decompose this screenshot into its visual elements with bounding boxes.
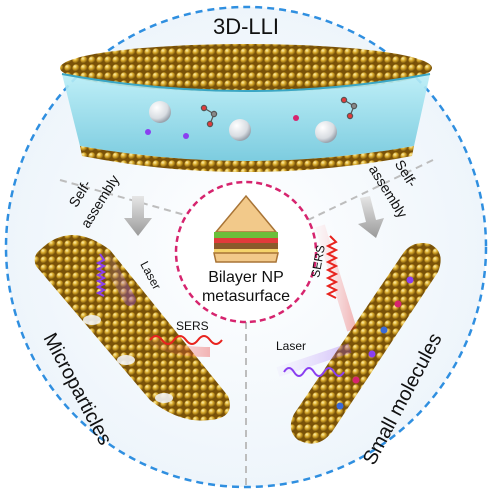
microparticle (155, 393, 173, 403)
right-sers-wave (325, 235, 339, 299)
right-laser-label: Laser (276, 339, 306, 353)
small-molecule (293, 115, 299, 121)
small-molecule (368, 350, 376, 358)
left-laser-beam (100, 252, 136, 306)
molecule-icon (200, 104, 218, 128)
left-substrate (34, 235, 230, 421)
arrow-down-icon (124, 196, 152, 236)
liquid-phase (62, 74, 430, 161)
left-laser-wave (95, 253, 107, 297)
bottom-gold-layer (80, 146, 414, 172)
right-substrate (290, 243, 441, 444)
microparticle (117, 355, 135, 365)
microparticle (229, 119, 251, 141)
molecule-icon (340, 96, 358, 120)
arrow-down-icon (358, 196, 384, 238)
right-sers-beam (315, 224, 357, 332)
small-molecule (352, 376, 360, 384)
center-label-line1: Bilayer NP (208, 269, 284, 286)
divider-left (59, 179, 186, 216)
center-label-line2: metasurface (202, 288, 290, 305)
left-sers-label: SERS (176, 319, 209, 333)
top-gold-layer (60, 44, 432, 92)
small-molecule (145, 129, 151, 135)
interface-line (61, 73, 431, 92)
small-molecule (336, 402, 344, 410)
right-laser-wave (283, 367, 345, 377)
outer-dashed-border (4, 5, 488, 489)
sandwich-icon (213, 194, 279, 263)
small-molecule (380, 326, 388, 334)
left-sers-wave (149, 335, 223, 345)
liquid-container (60, 44, 432, 172)
center-metasurface-circle: Bilayer NP metasurface (174, 180, 318, 324)
microparticle (83, 315, 101, 325)
small-molecule (406, 276, 414, 284)
left-nanoparticle-film (34, 235, 230, 421)
small-molecule (394, 300, 402, 308)
diagram-title: 3D-LLI (213, 14, 279, 39)
microparticle (149, 101, 171, 123)
small-molecule (183, 133, 189, 139)
right-sers-label: SERS (308, 244, 327, 279)
right-nanoparticle-film (290, 243, 441, 444)
microparticle (315, 121, 337, 143)
